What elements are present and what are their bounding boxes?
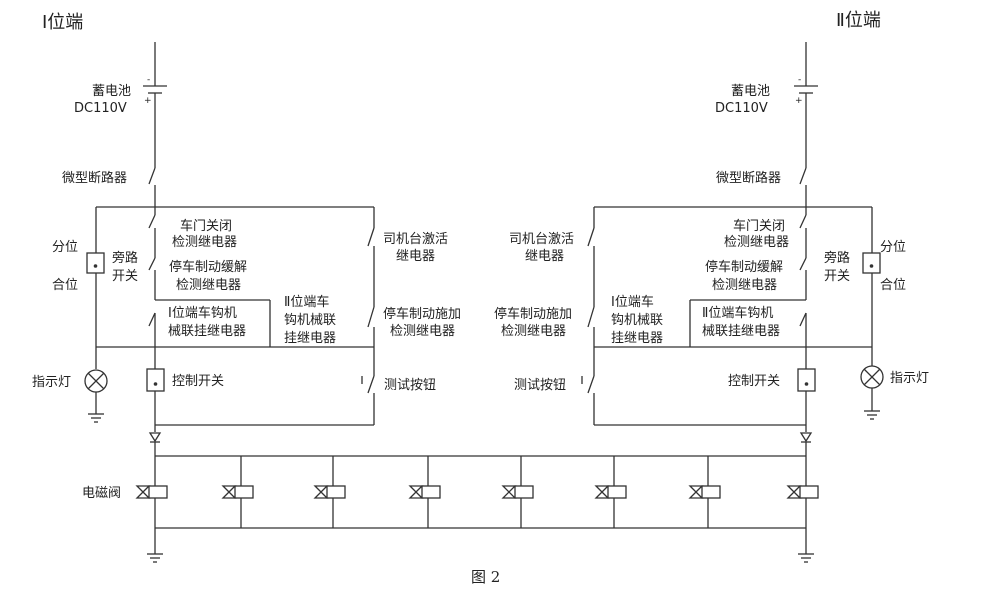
right-breaker-label: 微型断路器 [716, 170, 781, 186]
right-hook-i-1: Ⅰ位端车 [611, 294, 654, 310]
right-hook-i-3: 挂继电器 [611, 331, 663, 346]
svg-text:+: + [144, 96, 152, 106]
left-relay-contacts [148, 214, 375, 394]
solenoid-valve [221, 456, 254, 528]
left-bypass-label-1: 旁路 [112, 250, 138, 266]
right-hook-i-2: 钩机械联 [611, 313, 663, 328]
right-cab-relay-1: 司机台激活 [509, 232, 574, 247]
left-brake-release-2: 检测继电器 [176, 278, 241, 293]
solenoid-valves [135, 456, 819, 528]
left-cab-relay-1: 司机台激活 [383, 232, 448, 247]
solenoid-valve [594, 456, 627, 528]
right-hook-ii-1: Ⅱ位端车钩机 [702, 305, 773, 321]
solenoid-valve [501, 456, 534, 528]
left-bypass-switch [86, 252, 105, 274]
left-brake-apply-1: 停车制动施加 [383, 306, 461, 322]
left-bypass-split: 分位 [52, 240, 78, 255]
right-end-title: Ⅱ位端 [836, 10, 881, 31]
right-brake-apply-1: 停车制动施加 [494, 306, 572, 322]
svg-text:-: - [147, 75, 150, 85]
left-indicator-lamp [84, 369, 108, 423]
left-hook-ii-2: 钩机械联 [284, 313, 336, 328]
left-hook-ii-1: Ⅱ位端车 [284, 294, 329, 310]
left-hook-i-1: Ⅰ位端车钩机 [168, 305, 237, 321]
left-end-title: Ⅰ位端 [42, 12, 83, 33]
right-bypass-close: 合位 [880, 278, 906, 293]
solenoid-valve [313, 456, 346, 528]
right-battery-label-1: 蓄电池 [731, 84, 770, 99]
valve-bank-rails [147, 455, 814, 563]
right-battery-label-2: DC110V [715, 101, 768, 116]
left-test-button-label: 测试按钮 [384, 378, 436, 393]
right-brake-release-2: 检测继电器 [712, 278, 777, 293]
right-test-button-label: 测试按钮 [514, 378, 566, 393]
left-door-relay-1: 车门关闭 [180, 218, 232, 234]
right-indicator-lamp [860, 365, 884, 420]
svg-text:-: - [798, 75, 801, 85]
left-brake-apply-2: 检测继电器 [390, 324, 455, 339]
left-door-relay-2: 检测继电器 [172, 235, 237, 250]
left-diode [148, 432, 162, 456]
left-hook-i-2: 械联挂继电器 [168, 324, 246, 339]
right-indicator-label: 指示灯 [890, 371, 929, 386]
right-door-relay-1: 车门关闭 [733, 218, 785, 234]
right-hook-ii-2: 械联挂继电器 [702, 324, 780, 339]
right-bypass-switch [862, 252, 881, 274]
left-bypass-close: 合位 [52, 278, 78, 293]
left-breaker [148, 167, 156, 207]
left-loop-wires [95, 206, 375, 432]
right-brake-release-1: 停车制动缓解 [705, 259, 783, 275]
left-cab-relay-2: 继电器 [396, 249, 435, 264]
right-breaker [799, 167, 807, 207]
left-hook-ii-3: 挂继电器 [284, 331, 336, 346]
right-battery: - + [794, 42, 818, 168]
left-battery-label-2: DC110V [74, 101, 127, 116]
right-bypass-split: 分位 [880, 240, 906, 255]
left-battery-label-1: 蓄电池 [92, 84, 131, 99]
solenoid-valve [408, 456, 441, 528]
right-relay-contacts [581, 214, 807, 394]
solenoid-valve [688, 456, 721, 528]
right-control-switch-label: 控制开关 [728, 374, 780, 389]
right-door-relay-2: 检测继电器 [724, 235, 789, 250]
left-indicator-label: 指示灯 [32, 375, 71, 390]
left-control-switch-label: 控制开关 [172, 374, 224, 389]
right-control-switch [797, 368, 816, 392]
solenoid-valve-label: 电磁阀 [82, 486, 121, 501]
right-loop-wires [593, 206, 873, 432]
solenoid-valve [135, 456, 168, 528]
right-brake-apply-2: 检测继电器 [501, 324, 566, 339]
figure-caption: 图 2 [471, 568, 500, 586]
right-bypass-label-1: 旁路 [824, 250, 850, 266]
left-control-switch [146, 368, 165, 392]
left-bypass-label-2: 开关 [112, 269, 138, 284]
right-cab-relay-2: 继电器 [525, 249, 564, 264]
left-brake-release-1: 停车制动缓解 [169, 259, 247, 275]
right-bypass-label-2: 开关 [824, 269, 850, 284]
right-diode [799, 432, 813, 456]
left-breaker-label: 微型断路器 [62, 170, 127, 186]
svg-text:+: + [795, 96, 803, 106]
left-battery: - + [143, 42, 167, 168]
solenoid-valve [786, 456, 819, 528]
